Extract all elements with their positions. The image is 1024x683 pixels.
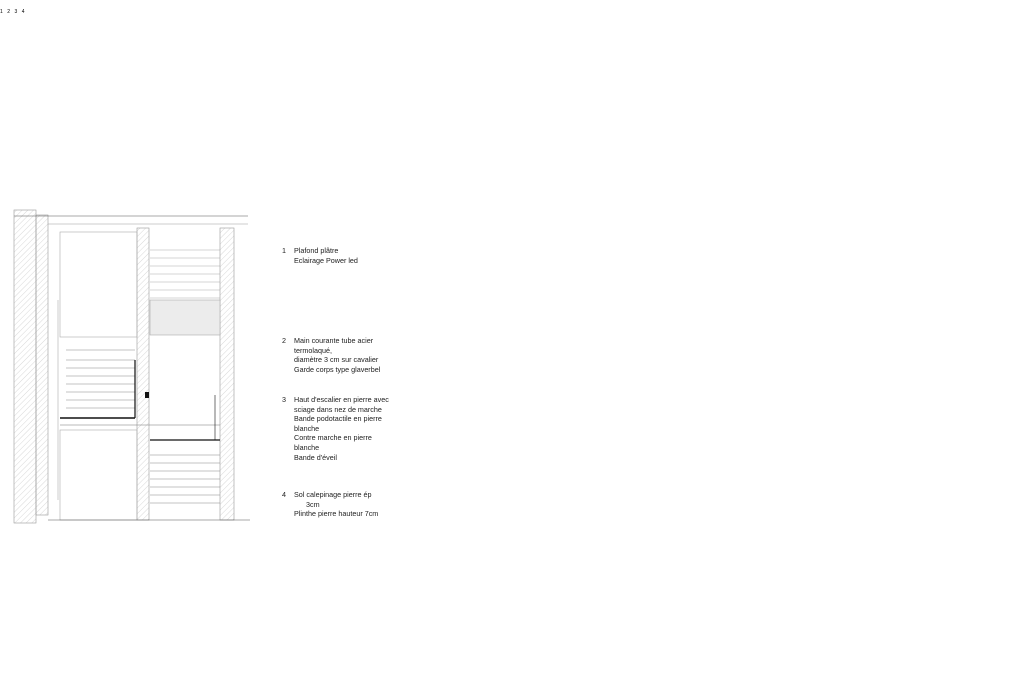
legend-line: blanche xyxy=(294,442,320,452)
legend-text: Plafond plâtre Eclairage Power led xyxy=(294,246,416,265)
legend-line: Garde corps type glaverbel xyxy=(294,364,381,374)
section-tag-2: 2 xyxy=(7,9,11,15)
legend-line: Plafond plâtre xyxy=(294,246,339,255)
legend-line: Bande podotactile en pierre xyxy=(294,414,382,424)
section-tag-1: 1 xyxy=(0,9,3,15)
legend-number: 3 xyxy=(282,395,286,404)
legend-line: sciage dans nez de marche xyxy=(294,404,382,414)
legend-line: Eclairage Power led xyxy=(294,255,358,265)
legend-number: 2 xyxy=(282,336,286,345)
legend-text: Main courante tube acier termolaqué, dia… xyxy=(294,336,416,374)
legend-line: blanche xyxy=(294,423,320,433)
legend-line: Bande d'éveil xyxy=(294,452,337,462)
legend-line: 3cm xyxy=(306,499,320,509)
legend-line: diamètre 3 cm sur cavalier xyxy=(294,355,379,365)
legend-line: Sol calepinage pierre ép xyxy=(294,490,372,499)
legend-number: 1 xyxy=(282,246,286,255)
legend-text: Haut d'escalier en pierre avec sciage da… xyxy=(294,395,416,462)
legend-text: Sol calepinage pierre ép 3cm Plinthe pie… xyxy=(294,490,416,519)
plan-view xyxy=(13,209,250,524)
legend-line: Main courante tube acier xyxy=(294,336,374,345)
legend-number: 4 xyxy=(282,490,286,499)
legend-line: termolaqué, xyxy=(294,345,332,355)
section-tag-4: 4 xyxy=(21,9,25,15)
legend-line: Plinthe pierre hauteur 7cm xyxy=(294,509,379,519)
legend-line: Contre marche en pierre xyxy=(294,433,372,443)
section-tag-3: 3 xyxy=(14,9,18,15)
legend-line: Haut d'escalier en pierre avec xyxy=(294,395,389,404)
